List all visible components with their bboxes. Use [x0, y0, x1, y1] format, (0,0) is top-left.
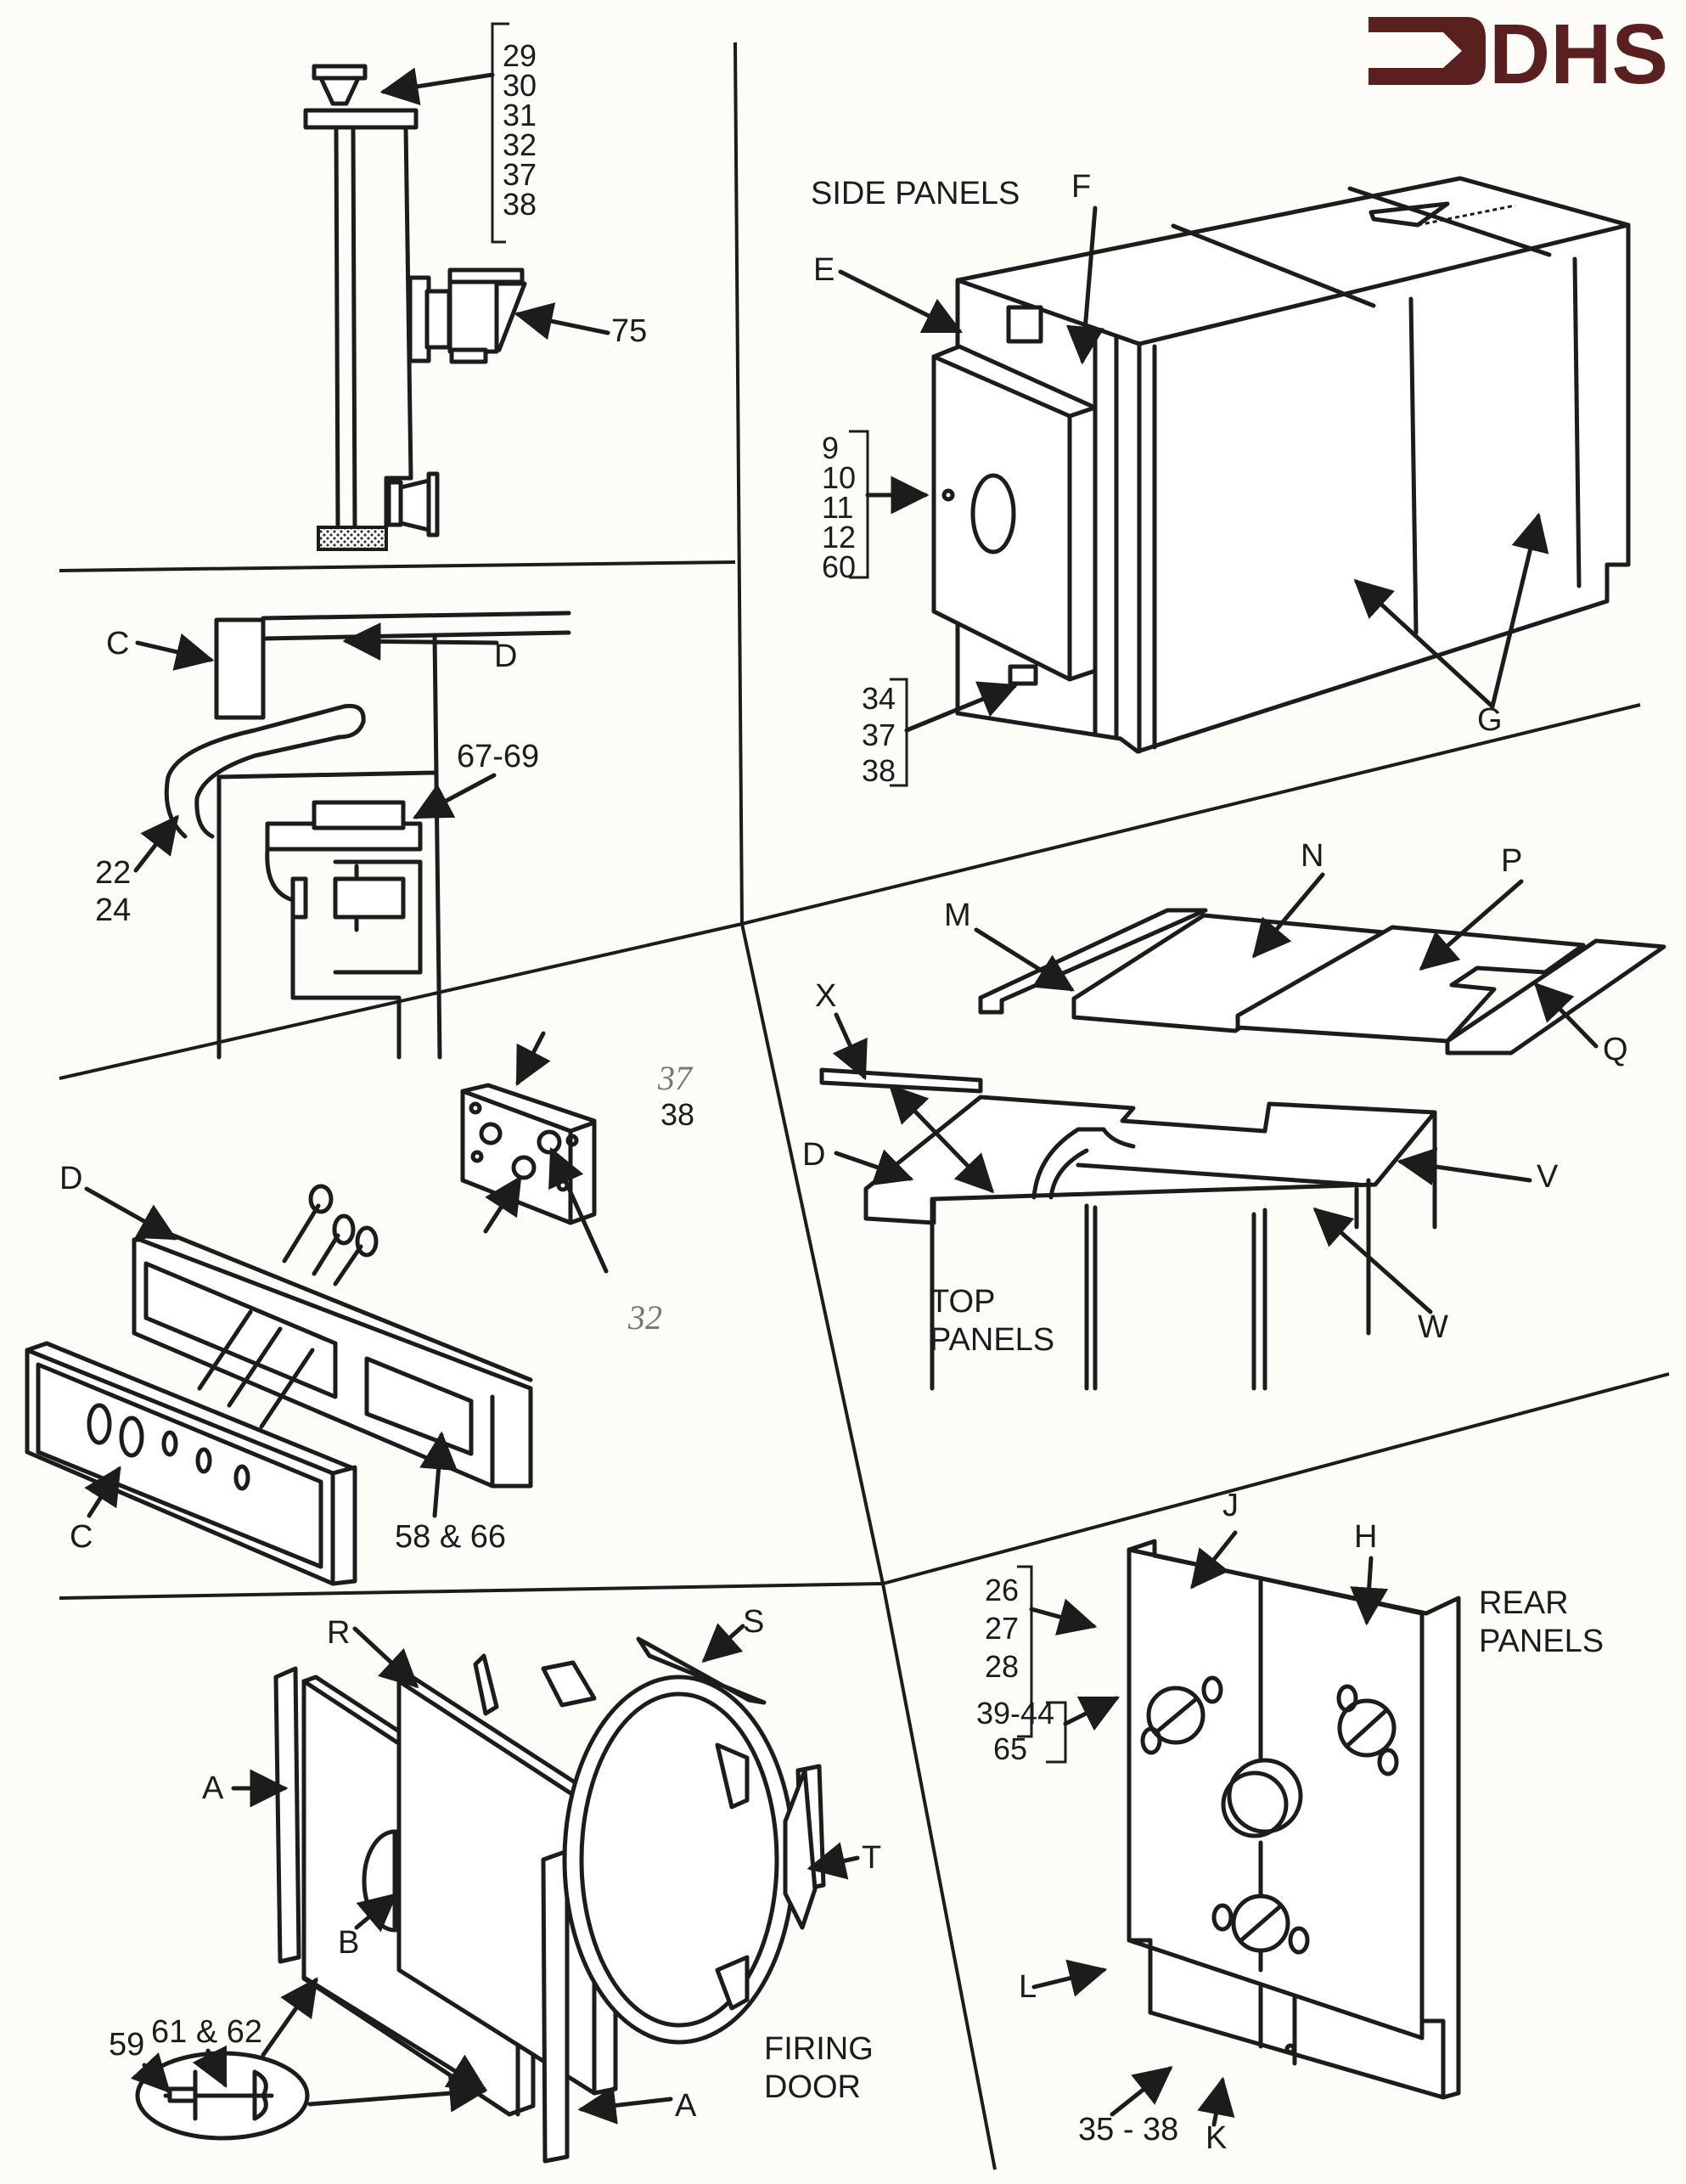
callout-38c: 38: [660, 1097, 694, 1132]
callout-10: 10: [822, 460, 856, 495]
rear-panels-assembly: [1127, 1539, 1461, 2100]
logo-text: DHS: [1489, 7, 1668, 102]
callout-22: 22: [95, 855, 131, 891]
label-c-panel: C: [70, 1519, 93, 1555]
label-d-top: D: [802, 1137, 825, 1173]
callout-59: 59: [109, 2027, 144, 2063]
callout-60: 60: [822, 549, 856, 584]
label-w: W: [1418, 1309, 1448, 1345]
label-q: Q: [1603, 1032, 1628, 1067]
top-panels-callouts: M N P Q X D V W TOP PANELS: [802, 838, 1628, 1358]
callout-37: 37: [503, 157, 537, 192]
callout-75: 75: [611, 313, 647, 349]
callout-11: 11: [822, 490, 853, 525]
callout-28: 28: [985, 1649, 1019, 1684]
control-detail-callouts: C D 67-69 22 24: [95, 622, 539, 928]
label-d-detail: D: [494, 639, 517, 674]
callout-27: 27: [985, 1611, 1019, 1646]
callout-37c: 37: [657, 1059, 694, 1097]
label-a-left: A: [202, 1770, 224, 1806]
rear-panels-title-2: PANELS: [1479, 1624, 1604, 1659]
label-k: K: [1205, 2120, 1227, 2156]
section-dividers: [59, 42, 1670, 2170]
control-panel-callouts: D C 58 & 66 37 38 32: [59, 1031, 694, 1555]
dhs-logo: DHS: [1368, 7, 1668, 102]
callout-29: 29: [503, 38, 537, 73]
label-h: H: [1354, 1519, 1377, 1555]
label-t: T: [862, 1840, 881, 1876]
label-b: B: [338, 1925, 359, 1961]
callout-12: 12: [822, 520, 856, 554]
firing-door-title-2: DOOR: [764, 2069, 861, 2105]
callout-26: 26: [985, 1573, 1019, 1607]
side-panels-title: SIDE PANELS: [811, 176, 1020, 211]
label-l: L: [1019, 1969, 1037, 2005]
firing-door-title-1: FIRING: [764, 2031, 874, 2067]
callout-9: 9: [822, 431, 839, 465]
control-panel-assembly: [25, 1083, 597, 1586]
callout-39-44: 39-44: [976, 1696, 1054, 1731]
callout-35-38: 35 - 38: [1078, 2112, 1178, 2147]
side-panels-assembly: [931, 176, 1631, 754]
callout-31: 31: [503, 98, 537, 132]
callout-65: 65: [993, 1731, 1027, 1766]
label-e: E: [813, 252, 835, 288]
label-f: F: [1071, 169, 1091, 205]
side-panels-callouts: SIDE PANELS F E 9 10 11 12 60 34 37 38 G: [811, 169, 1549, 788]
top-panels-assembly: [819, 908, 1666, 1391]
label-a-right: A: [675, 2088, 697, 2124]
firing-door-assembly: [135, 1636, 826, 2164]
logo-arrow-icon: [1368, 17, 1486, 85]
callout-24: 24: [95, 892, 131, 928]
control-detail-assembly: [164, 611, 571, 1060]
label-g: G: [1477, 702, 1503, 738]
label-p: P: [1501, 843, 1522, 879]
label-x: X: [815, 978, 836, 1014]
label-d-panel: D: [59, 1161, 82, 1196]
label-s: S: [743, 1604, 764, 1640]
callout-58-66: 58 & 66: [395, 1519, 506, 1555]
label-j: J: [1222, 1488, 1239, 1523]
top-panels-title-2: PANELS: [930, 1322, 1054, 1358]
callout-37b: 37: [862, 718, 896, 752]
top-panels-title-1: TOP: [930, 1284, 995, 1320]
rear-panels-title-1: REAR: [1479, 1585, 1569, 1621]
rear-panels-callouts: J H REAR PANELS 26 27 28 39-44 65 L 35 -…: [976, 1488, 1604, 2156]
flue-assembly: [303, 64, 527, 551]
callout-32c: 32: [627, 1298, 662, 1337]
callout-30: 30: [503, 68, 537, 103]
callout-38b: 38: [862, 753, 896, 788]
label-v: V: [1537, 1159, 1559, 1195]
label-n: N: [1301, 838, 1324, 874]
callout-32: 32: [503, 127, 537, 162]
label-c-detail: C: [106, 626, 129, 661]
callout-38: 38: [503, 187, 537, 222]
label-r: R: [327, 1615, 350, 1651]
flue-callouts: 29 30 31 32 37 38 75: [379, 22, 647, 349]
label-m: M: [944, 898, 971, 933]
callout-67-69: 67-69: [457, 739, 539, 774]
callout-61-62: 61 & 62: [151, 2014, 262, 2050]
callout-34: 34: [862, 681, 896, 716]
firing-door-callouts: R S T A A B 61 & 62 59 FIRING DOOR: [109, 1604, 881, 2125]
